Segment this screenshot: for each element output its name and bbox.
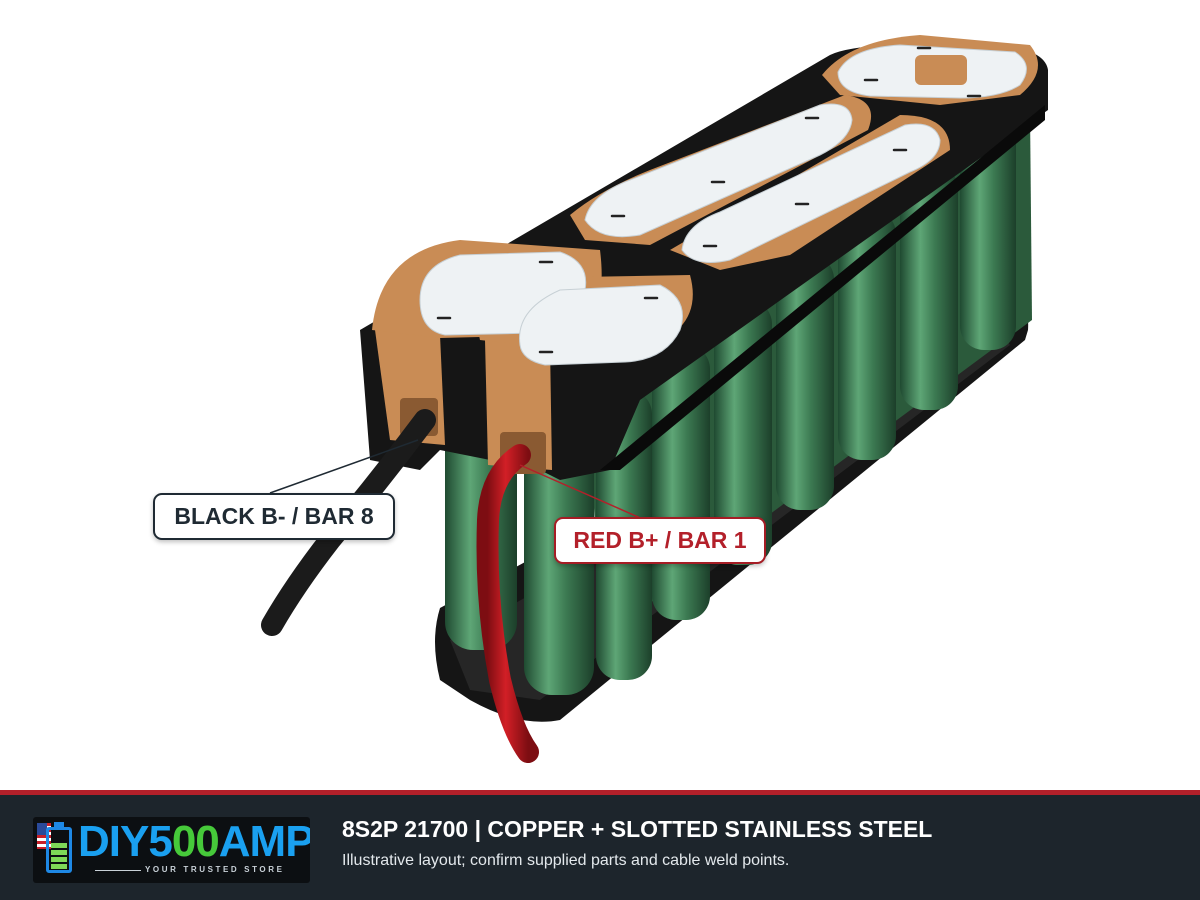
product-illustration: BLACK B- / BAR 8 RED B+ / BAR 1 (153, 35, 1048, 763)
logo-tagline: YOUR TRUSTED STORE (145, 865, 285, 874)
pack-disclaimer: Illustrative layout; confirm supplied pa… (342, 852, 790, 869)
footer-banner: DIY500AMP YOUR TRUSTED STORE 8S2P 21700 … (0, 790, 1200, 900)
logo-wordmark: DIY500AMP (78, 817, 310, 866)
battery-pack-drawing (261, 35, 1048, 763)
weld-marks (436, 46, 982, 354)
red-positive-cable (476, 444, 539, 763)
logo-tagline-rule (95, 870, 141, 871)
negative-callout-leader (269, 439, 419, 494)
positive-cable-callout: RED B+ / BAR 1 (554, 517, 766, 564)
pack-title: 8S2P 21700 | COPPER + SLOTTED STAINLESS … (342, 816, 933, 842)
store-logo: DIY500AMP YOUR TRUSTED STORE (33, 817, 310, 883)
negative-cable-callout: BLACK B- / BAR 8 (153, 493, 395, 540)
battery-logo-icon (46, 827, 72, 873)
stainless-strips (419, 44, 1027, 366)
us-flag-canton (37, 823, 47, 835)
battery-logo-fill (51, 843, 67, 869)
battery-logo-cap (54, 822, 64, 827)
positive-callout-leader (519, 464, 646, 521)
